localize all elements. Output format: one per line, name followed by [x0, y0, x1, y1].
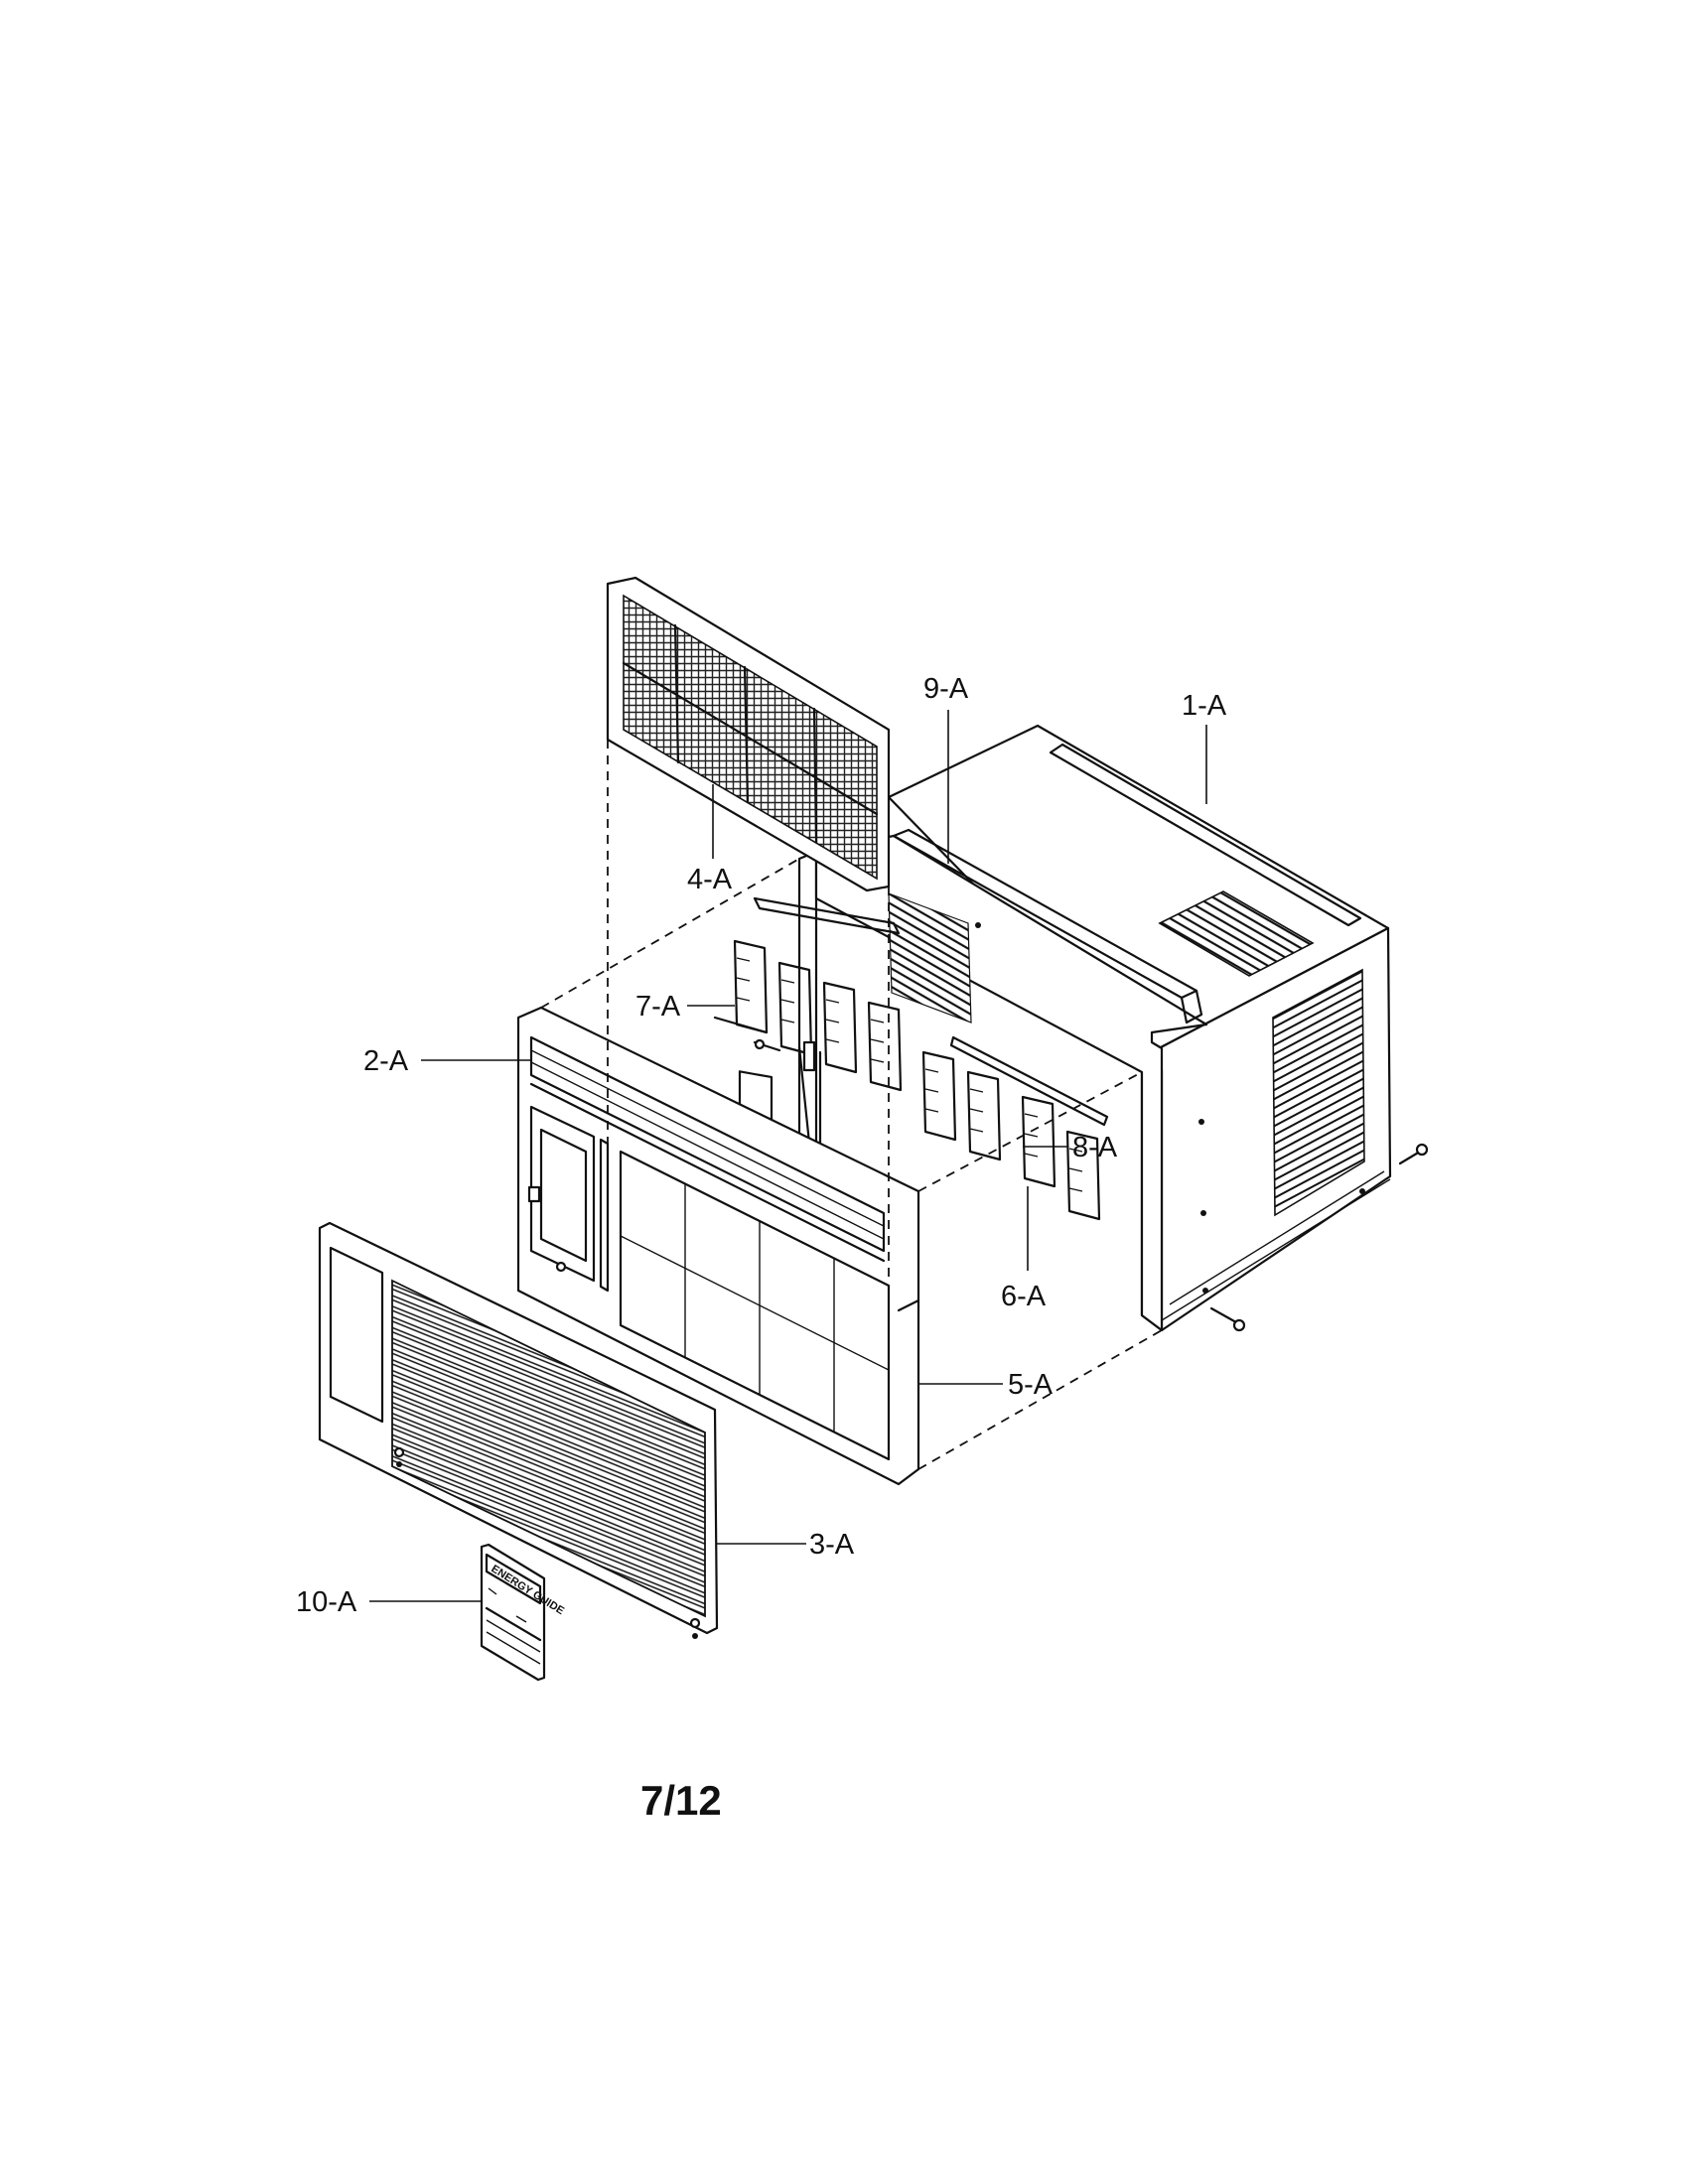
louver-set-lower — [921, 1035, 1109, 1221]
callout-10-a: 10-A — [296, 1586, 357, 1618]
callout-6-a: 6-A — [1001, 1281, 1047, 1312]
callout-5-a: 5-A — [1008, 1369, 1054, 1401]
callout-9-a: 9-A — [923, 673, 969, 705]
page-number: 7/12 — [640, 1777, 722, 1824]
callout-2-a: 2-A — [363, 1045, 409, 1077]
callouts: 1-A 9-A 4-A 7-A 2-A 8-A 6-A 5-A 3-A 10-A — [296, 673, 1227, 1618]
screw-bottom — [1209, 1306, 1246, 1332]
screw-right — [1398, 1143, 1429, 1165]
callout-7-a: 7-A — [635, 991, 681, 1023]
air-filter — [606, 576, 891, 892]
louver-set-upper — [713, 896, 903, 1178]
assembly-guide-lines — [540, 740, 1163, 1470]
front-grille — [318, 1221, 719, 1639]
callout-8-a: 8-A — [1072, 1132, 1118, 1163]
callout-3-a: 3-A — [809, 1529, 855, 1561]
callout-4-a: 4-A — [687, 864, 733, 895]
energy-guide-label: ENERGY GUIDE — [480, 1543, 566, 1682]
callout-1-a: 1-A — [1182, 690, 1227, 722]
